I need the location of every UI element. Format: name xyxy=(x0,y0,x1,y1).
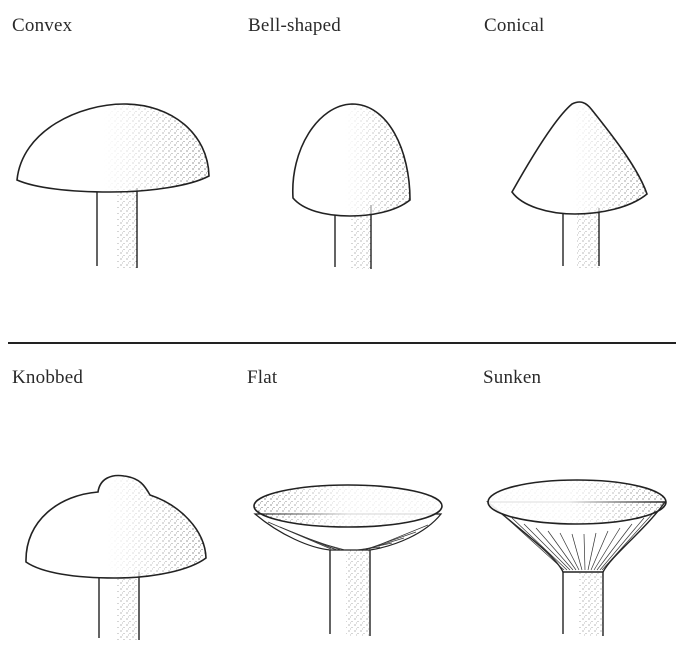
sunken-label: Sunken xyxy=(483,367,542,388)
conical-mushroom-illustration xyxy=(511,101,648,268)
knobbed-label: Knobbed xyxy=(12,367,84,388)
bell-shaped-mushroom-illustration xyxy=(292,103,411,269)
knobbed-mushroom-illustration xyxy=(25,474,207,640)
bell-shaped-label: Bell-shaped xyxy=(248,15,341,36)
convex-mushroom-illustration xyxy=(16,103,210,268)
flat-label: Flat xyxy=(247,367,278,388)
convex-label: Convex xyxy=(12,15,73,36)
conical-label: Conical xyxy=(484,15,545,36)
sunken-mushroom-illustration xyxy=(486,479,667,636)
flat-mushroom-illustration xyxy=(253,484,443,636)
